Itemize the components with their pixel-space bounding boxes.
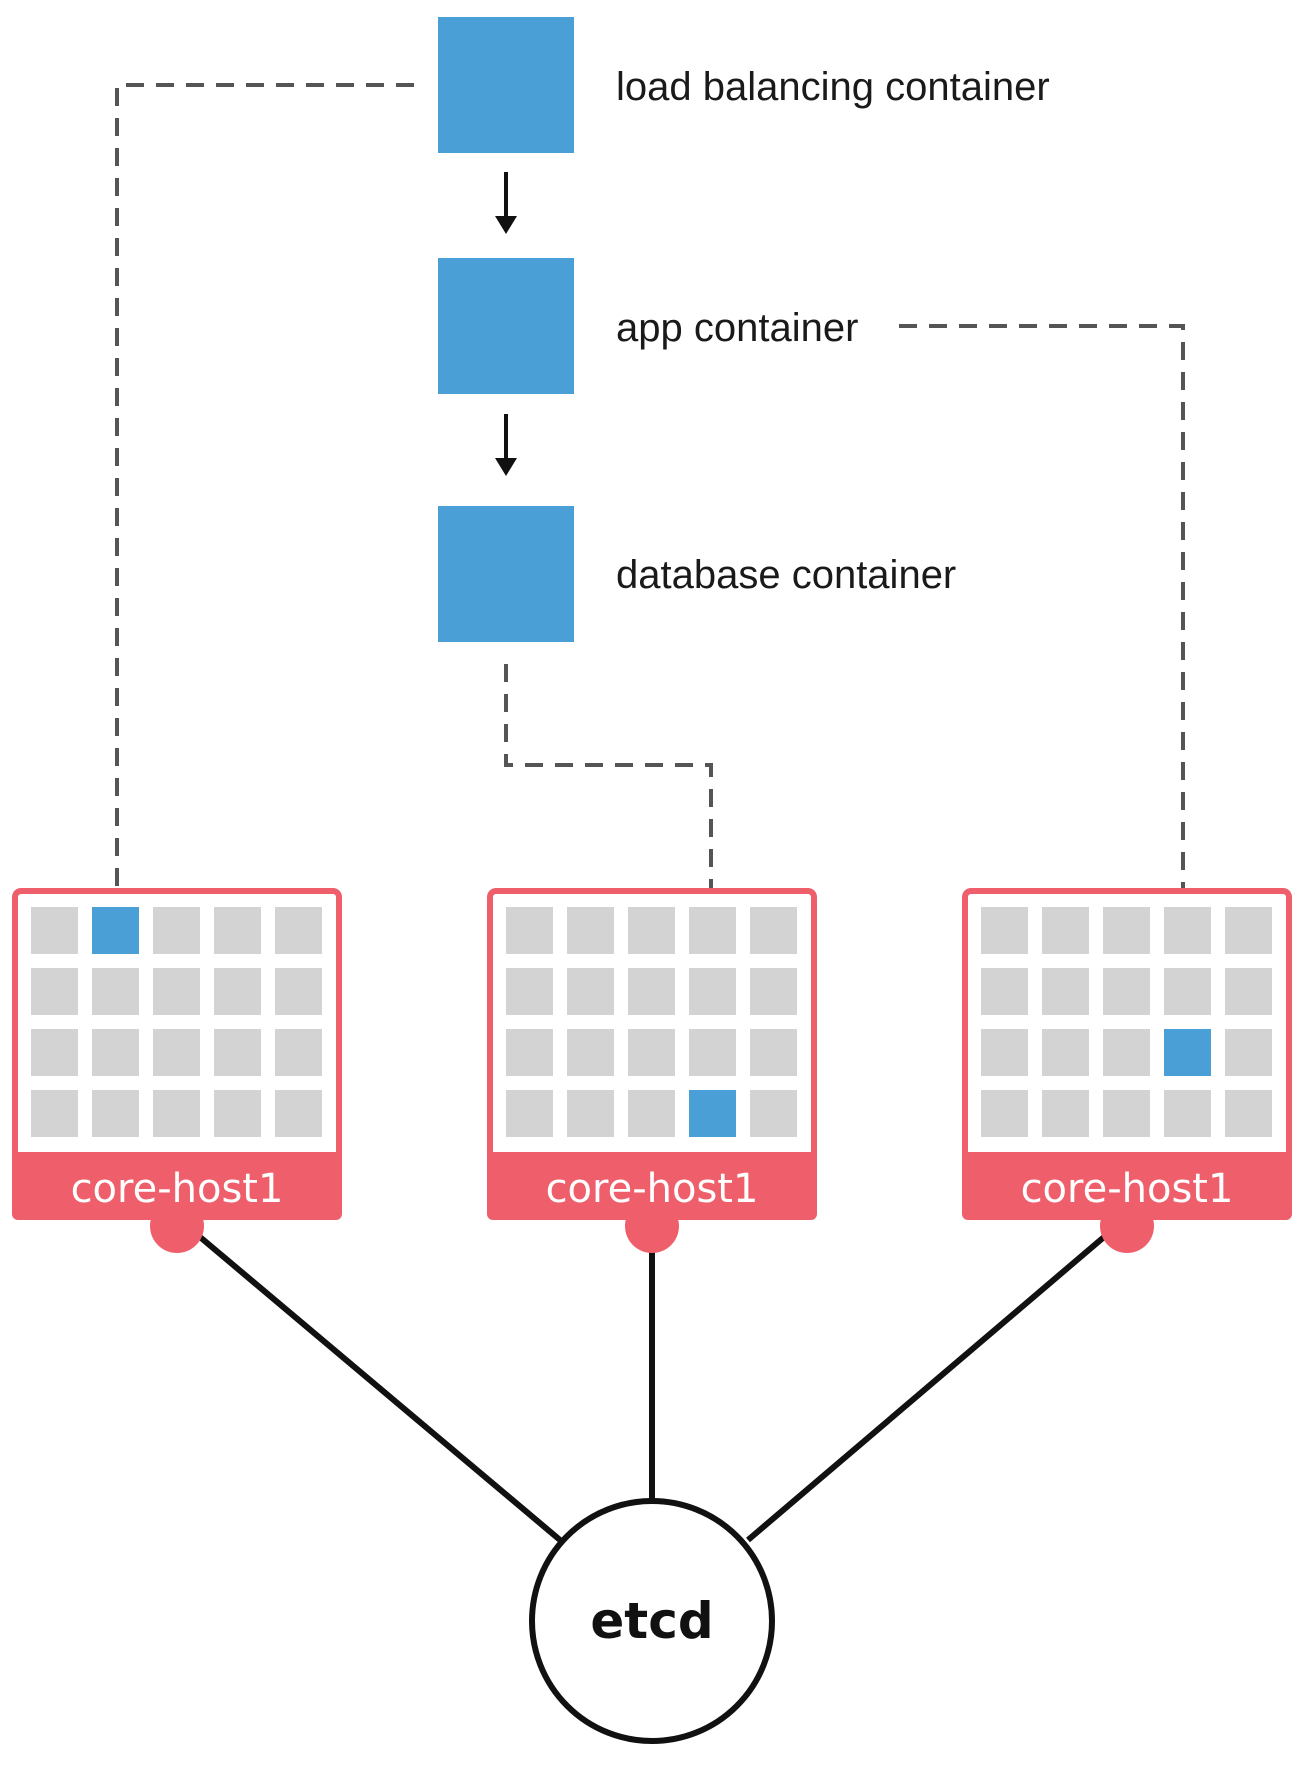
host-grid-cell: [1225, 968, 1272, 1015]
active-container-cell: [92, 907, 139, 954]
dashed-mapping-line: [899, 324, 1185, 1050]
host-grid-cell: [92, 1090, 139, 1137]
host-grid-cell: [31, 1090, 78, 1137]
host-grid-cell: [750, 907, 797, 954]
host-grid-cell: [981, 968, 1028, 1015]
etcd-node: [529, 1498, 775, 1744]
host-grid-cell: [275, 1090, 322, 1137]
host-grid-cell: [153, 1029, 200, 1076]
host-grid-cell: [981, 1029, 1028, 1076]
host-label: core-host1: [1021, 1166, 1234, 1212]
host-grid-cell: [981, 907, 1028, 954]
etcd-connection-line: [746, 1234, 1106, 1543]
host-label-bar: [12, 1152, 342, 1220]
host-grid-cell: [214, 1029, 261, 1076]
host-grid-cell: [567, 1029, 614, 1076]
host-3: core-host1: [962, 888, 1292, 1253]
host-grid-cell: [750, 968, 797, 1015]
host-grid-cell: [214, 907, 261, 954]
host-1: core-host1: [12, 888, 342, 1253]
host-grid-cell: [153, 907, 200, 954]
etcd-connection-line: [198, 1234, 562, 1543]
host-grid-cell: [567, 1090, 614, 1137]
host-grid-cell: [275, 1029, 322, 1076]
container-stack: load balancing container app container d…: [438, 17, 1050, 642]
active-container-cell: [1164, 1029, 1211, 1076]
host-grid-cell: [1164, 968, 1211, 1015]
app-container-box: [438, 258, 574, 394]
host-grid-cell: [689, 907, 736, 954]
host-grid-cell: [506, 968, 553, 1015]
host-grid-cell: [750, 1029, 797, 1076]
app-container-label: app container: [616, 306, 858, 350]
host-grid-cell: [31, 968, 78, 1015]
host-grid-cell: [689, 1029, 736, 1076]
host-grid-cell: [1103, 1029, 1150, 1076]
host-grid-cell: [1042, 1090, 1089, 1137]
host-grid-cell: [1225, 1029, 1272, 1076]
host-grid-cell: [750, 1090, 797, 1137]
host-grid-cell: [214, 1090, 261, 1137]
host-grid-cell: [1164, 1090, 1211, 1137]
host-2: core-host1: [487, 888, 817, 1253]
etcd-label: etcd: [590, 1592, 713, 1650]
host-grid-cell: [628, 907, 675, 954]
host-grid-cell: [92, 968, 139, 1015]
load-balancing-container-box: [438, 17, 574, 153]
host-grid-cell: [506, 1090, 553, 1137]
host-grid-cell: [1225, 907, 1272, 954]
host-label-bar: [487, 1152, 817, 1220]
load-balancing-container-label: load balancing container: [616, 65, 1050, 109]
host-grid-cell: [31, 907, 78, 954]
flow-arrows: [495, 172, 517, 476]
host-grid-cell: [981, 1090, 1028, 1137]
host-grid-cell: [1103, 907, 1150, 954]
database-container-box: [438, 506, 574, 642]
host-grid-cell: [1042, 968, 1089, 1015]
host-grid-cell: [628, 968, 675, 1015]
active-container-cell: [689, 1090, 736, 1137]
host-grid-cell: [214, 968, 261, 1015]
host-grid-cell: [628, 1090, 675, 1137]
host-label-bar: [962, 1152, 1292, 1220]
host-grid-cell: [92, 1029, 139, 1076]
host-grid-cell: [153, 968, 200, 1015]
host-grid-cell: [275, 907, 322, 954]
database-container-label: database container: [616, 553, 956, 597]
host-label: core-host1: [71, 1166, 284, 1212]
host-grid-cell: [567, 907, 614, 954]
host-grid-cell: [275, 968, 322, 1015]
etcd-links: [198, 1234, 1106, 1543]
host-grid-cell: [31, 1029, 78, 1076]
dashed-mapping-line: [115, 83, 414, 926]
flow-arrow-head: [495, 458, 517, 476]
host-grid-cell: [567, 968, 614, 1015]
host-grid-cell: [1103, 968, 1150, 1015]
host-grid-cell: [153, 1090, 200, 1137]
host-grid-cell: [1042, 907, 1089, 954]
host-grid-cell: [689, 968, 736, 1015]
dashed-links: [115, 83, 1185, 1110]
host-grid-cell: [1103, 1090, 1150, 1137]
host-grid-cell: [506, 907, 553, 954]
host-label: core-host1: [546, 1166, 759, 1212]
host-grid-cell: [1164, 907, 1211, 954]
host-grid-cell: [1042, 1029, 1089, 1076]
host-grid-cell: [628, 1029, 675, 1076]
host-grid-cell: [506, 1029, 553, 1076]
flow-arrow-head: [495, 216, 517, 234]
host-grid-cell: [1225, 1090, 1272, 1137]
